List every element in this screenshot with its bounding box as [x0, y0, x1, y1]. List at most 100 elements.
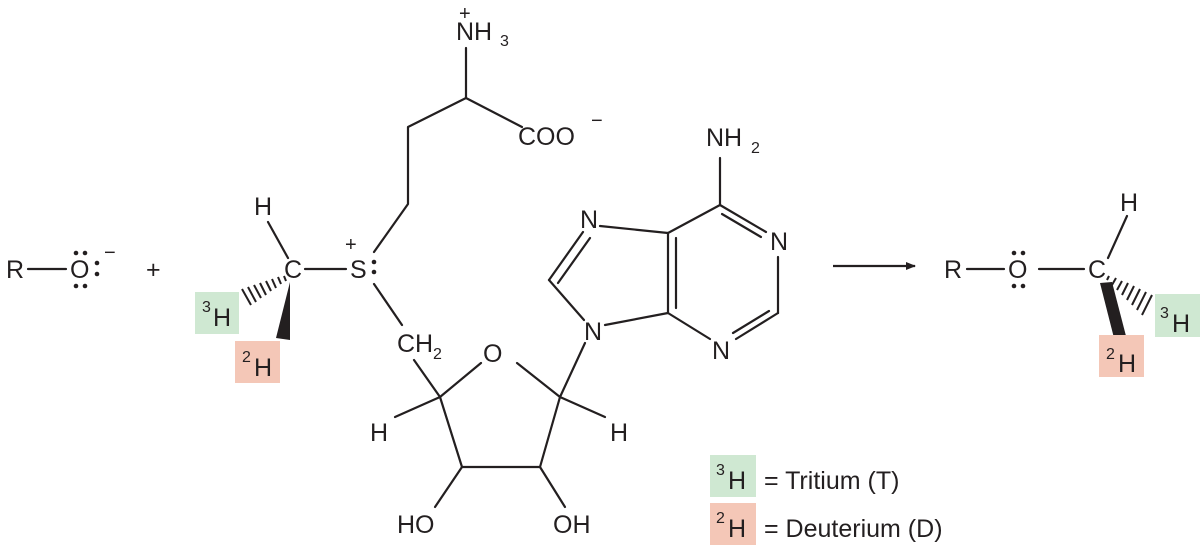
- c2-n3-double: [731, 309, 771, 335]
- alkoxide-r: R: [6, 256, 24, 284]
- lone-pair-dot: [94, 271, 100, 277]
- ribose-h-left: H: [370, 419, 388, 447]
- sam-ribose: CH 2 O H H HO OH: [370, 282, 628, 539]
- wedge-hash: [283, 275, 287, 282]
- product-deuterium-highlight-box: [1099, 335, 1144, 377]
- c4-o-bond: [438, 361, 483, 399]
- legend-tritium-h: H: [728, 467, 746, 495]
- c2-n3-bond: [734, 311, 780, 341]
- lone-pair-dot: [82, 283, 88, 289]
- ch2-subscript: 2: [433, 346, 442, 363]
- c2-oh-bond: [538, 465, 567, 509]
- lone-pair-dot: [73, 250, 79, 256]
- side-chain-bonds: [372, 96, 524, 254]
- lone-pair-dot: [73, 283, 79, 289]
- wedge-hash: [277, 276, 282, 285]
- legend-tritium-box: [710, 455, 756, 497]
- wedge-hash: [1141, 294, 1153, 316]
- product-c: C: [1088, 256, 1106, 284]
- product-lone-pair-dot: [1011, 250, 1017, 256]
- product-deuterium-h: H: [1118, 350, 1136, 378]
- n7-c8-double: [556, 236, 592, 285]
- adenine-n7: N: [580, 206, 598, 234]
- ammonium-nh: NH: [456, 18, 492, 46]
- tritium-hashed-wedge: [241, 275, 287, 306]
- wedge-hash: [1106, 275, 1110, 281]
- carboxylate-negative-charge: −: [591, 110, 603, 132]
- c1-c2-bond: [538, 395, 562, 469]
- methyl-h-bond: [266, 220, 290, 260]
- lone-pair-dot: [82, 250, 88, 256]
- legend-deuterium-superscript: 2: [716, 510, 725, 527]
- alkoxide-negative-charge: −: [104, 242, 116, 264]
- wedge-hash: [1136, 291, 1147, 311]
- adenine-nh2: NH: [706, 124, 742, 152]
- alkoxide-lone-pairs: [73, 250, 100, 289]
- c1-n9-bond: [558, 341, 587, 399]
- deuterium-superscript: 2: [242, 349, 251, 366]
- wedge-hash: [265, 280, 272, 292]
- product-deuterium-solid-wedge: [1100, 282, 1126, 338]
- product-h: H: [1120, 189, 1138, 217]
- wedge-hash: [1116, 280, 1123, 291]
- product-c-h-bond: [1106, 214, 1129, 260]
- tritium-h: H: [213, 304, 231, 332]
- plus-sign: +: [146, 256, 161, 284]
- adenine-n1: N: [770, 228, 788, 256]
- isotope-legend: 3 H = Tritium (T) 2 H = Deuterium (D): [710, 455, 943, 545]
- ammonium-positive-charge: +: [459, 3, 471, 25]
- legend-tritium: 3 H = Tritium (T): [710, 455, 899, 497]
- ch2-ch: CH: [397, 330, 433, 358]
- n9-c4-bond: [603, 311, 670, 327]
- c5-n7-bond: [598, 224, 670, 235]
- product-tritium-hashed-wedge: [1106, 275, 1153, 316]
- legend-deuterium: 2 H = Deuterium (D): [710, 503, 943, 545]
- carboxylate-coo: COO: [518, 123, 575, 151]
- deuterium-h: H: [254, 354, 272, 382]
- ribose-ring-o: O: [483, 340, 502, 368]
- sulfonium-s: S: [350, 256, 367, 284]
- ribose-h-right: H: [610, 419, 628, 447]
- legend-deuterium-text: = Deuterium (D): [764, 515, 943, 543]
- wedge-hash: [247, 286, 257, 303]
- deuterium-solid-wedge: [276, 282, 290, 340]
- adenine-n9: N: [584, 318, 602, 346]
- wedge-hash: [241, 288, 252, 306]
- adenine-n3: N: [712, 337, 730, 365]
- product-tritium-highlight-box: [1155, 294, 1200, 337]
- alkoxide-o: O: [70, 256, 89, 284]
- alkoxide-reactant: R O −: [6, 242, 116, 289]
- product-lone-pair-dot: [1020, 283, 1026, 289]
- product-r: R: [944, 256, 962, 284]
- sulfur-lone-pair-dot: [371, 259, 377, 265]
- c4-h-bond: [393, 395, 442, 419]
- legend-tritium-text: = Tritium (T): [764, 467, 899, 495]
- tritium-highlight-box: [195, 292, 239, 334]
- adenine-nh2-subscript: 2: [751, 140, 760, 157]
- c8-n9-bond: [547, 278, 586, 322]
- sam-h-top: H: [254, 193, 272, 221]
- s-ch2-bond: [372, 282, 404, 327]
- wedge-hash: [271, 278, 277, 289]
- c5-c6-bond: [666, 203, 722, 235]
- c3-oh-bond: [433, 465, 464, 509]
- c6-n1-bond: [718, 203, 768, 234]
- wedge-hash: [1121, 282, 1129, 296]
- deuterium-highlight-box: [235, 341, 280, 383]
- c1-h-bond: [558, 395, 607, 419]
- wedge-hash: [253, 284, 262, 299]
- ammonium-subscript: 3: [500, 33, 509, 50]
- sam-adenine: NH 2 N N N N: [547, 124, 788, 365]
- product-lone-pair-dot: [1011, 283, 1017, 289]
- sulfonium-positive-charge: +: [345, 234, 357, 256]
- tritium-superscript: 3: [202, 299, 211, 316]
- methyl-ether-product: R O C H 3 H 2 H: [944, 189, 1200, 378]
- o-c1-bond: [515, 361, 562, 399]
- product-tritium-superscript: 3: [1160, 305, 1169, 322]
- sam-methyl-c: C: [284, 256, 302, 284]
- product-o: O: [1008, 256, 1027, 284]
- legend-deuterium-h: H: [728, 515, 746, 543]
- product-lone-pair-dot: [1020, 250, 1026, 256]
- c3-c4-bond: [438, 395, 464, 469]
